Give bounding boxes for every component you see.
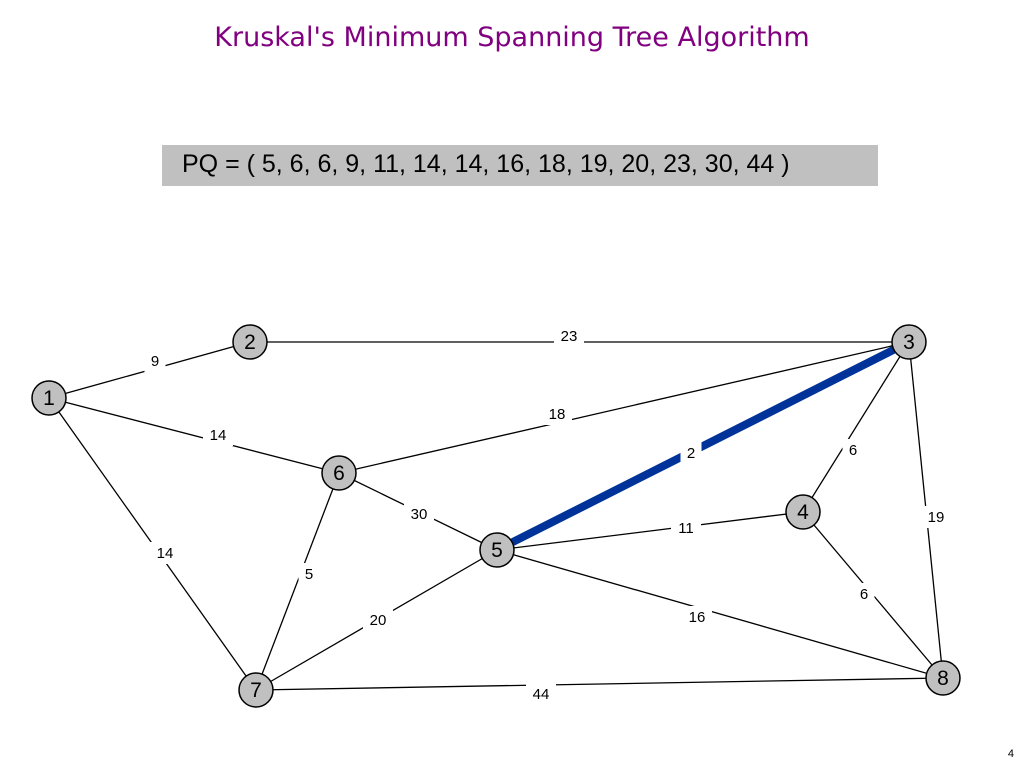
edge-6-3	[338, 341, 910, 474]
edge-weight-4-8: 6	[860, 586, 868, 603]
node-label-8: 8	[937, 667, 949, 690]
node-label-5: 5	[491, 539, 503, 562]
edge-label-bg-1-2	[144, 350, 166, 372]
node-3: 3	[891, 324, 927, 360]
page-number: 4	[1007, 748, 1014, 760]
edge-5-4	[496, 511, 804, 551]
node-circle-6	[321, 455, 357, 491]
edge-weight-5-8: 16	[689, 609, 706, 626]
edge-label-bg-5-8	[682, 606, 712, 628]
node-6: 6	[321, 455, 357, 491]
edge-weight-7-8: 44	[533, 686, 550, 703]
node-label-1: 1	[43, 387, 55, 410]
edge-label-bg-1-6	[203, 424, 233, 446]
edge-1-6	[48, 397, 340, 474]
edge-weight-1-6: 14	[210, 427, 227, 444]
node-4: 4	[785, 494, 821, 530]
edge-weight-5-4: 11	[678, 520, 694, 537]
node-7: 7	[238, 672, 274, 708]
edge-weight-6-3: 18	[549, 406, 566, 423]
edge-weight-6-5: 30	[411, 506, 428, 523]
edge-label-bg-6-3	[542, 403, 572, 425]
edge-label-bg-5-3	[680, 442, 702, 464]
edge-weight-6-7: 5	[305, 566, 313, 583]
edge-weight-2-3: 23	[561, 328, 578, 345]
edge-weight-1-2: 9	[151, 353, 159, 370]
node-label-2: 2	[244, 331, 256, 354]
edge-label-bg-6-7	[298, 563, 320, 585]
edge-label-bg-4-8	[853, 583, 875, 605]
node-circle-5	[479, 532, 515, 568]
edge-weight-5-3: 2	[687, 445, 695, 462]
edge-label-bg-3-4	[842, 439, 864, 461]
node-circle-1	[31, 380, 67, 416]
node-circle-8	[925, 660, 961, 696]
node-circle-3	[891, 324, 927, 360]
node-circle-2	[232, 324, 268, 360]
node-2: 2	[232, 324, 268, 360]
edge-label-bg-6-5	[404, 503, 434, 525]
node-label-3: 3	[903, 331, 915, 354]
node-5: 5	[479, 532, 515, 568]
node-label-7: 7	[250, 679, 262, 702]
edge-weight-1-7: 14	[157, 545, 174, 562]
edge-label-bg-2-3	[554, 325, 584, 347]
page-title: Kruskal's Minimum Spanning Tree Algorith…	[214, 22, 810, 53]
node-1: 1	[31, 380, 67, 416]
edge-6-7	[255, 472, 340, 691]
node-label-4: 4	[797, 501, 809, 524]
priority-queue-box: PQ = ( 5, 6, 6, 9, 11, 14, 14, 16, 18, 1…	[162, 145, 878, 186]
edge-7-8	[255, 677, 944, 691]
edge-5-8	[496, 549, 944, 679]
edge-label-bg-7-8	[526, 683, 556, 705]
edge-label-bg-5-4	[671, 517, 701, 539]
node-circle-7	[238, 672, 274, 708]
edge-weight-3-8: 19	[928, 509, 945, 526]
edge-label-bg-5-7	[363, 609, 393, 631]
node-8: 8	[925, 660, 961, 696]
edge-weight-3-4: 6	[849, 442, 857, 459]
edge-label-bg-3-8	[921, 506, 951, 528]
edge-3-4	[802, 341, 910, 513]
node-circle-4	[785, 494, 821, 530]
node-label-6: 6	[333, 462, 345, 485]
edge-5-3	[495, 338, 911, 554]
edge-weight-5-7: 20	[370, 612, 387, 629]
priority-queue-text: PQ = ( 5, 6, 6, 9, 11, 14, 14, 16, 18, 1…	[182, 150, 790, 178]
edge-label-bg-1-7	[150, 542, 180, 564]
